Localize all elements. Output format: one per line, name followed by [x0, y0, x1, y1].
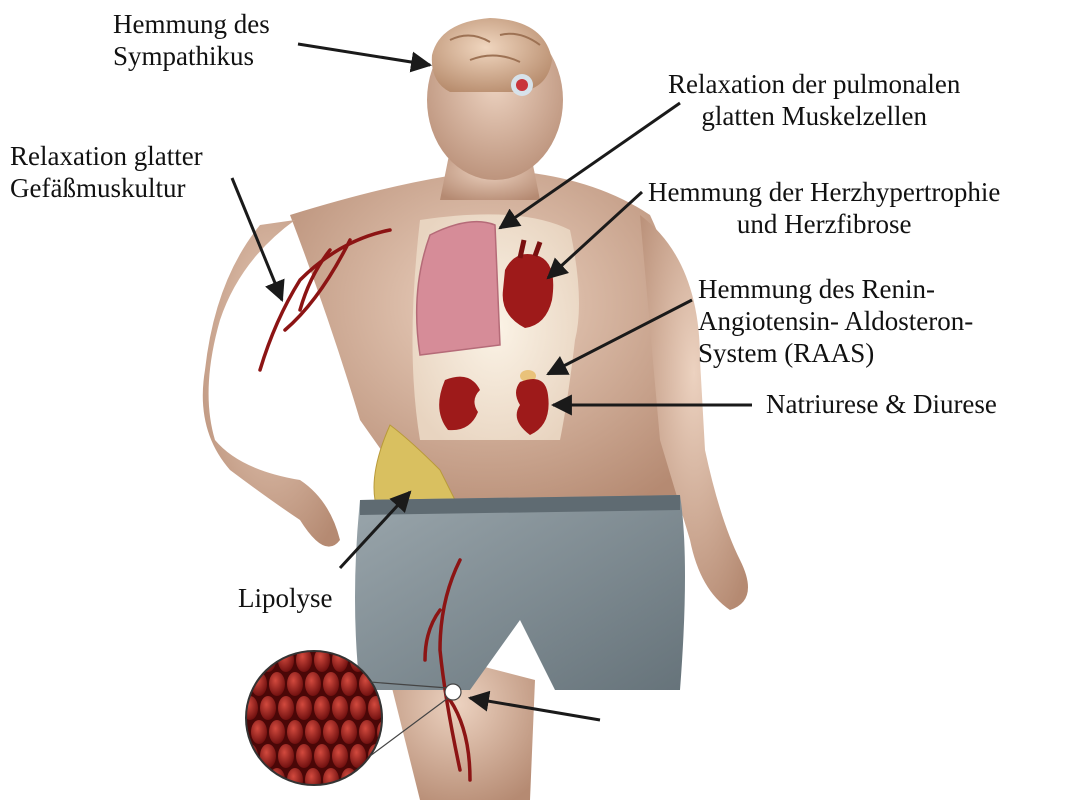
shorts: [355, 495, 685, 690]
muscle-cell: [314, 744, 330, 768]
label-sympathikus: Hemmung des Sympathikus: [113, 8, 270, 72]
label-raas: Hemmung des Renin- Angiotensin- Aldoster…: [698, 273, 973, 369]
arrow-gefaess: [232, 178, 282, 300]
label-lipolyse: Lipolyse: [238, 582, 333, 614]
muscle-cell: [332, 648, 348, 672]
muscle-cell: [377, 768, 393, 792]
arrow-sympathikus: [298, 44, 430, 65]
muscle-cell: [251, 768, 267, 792]
muscle-cell: [341, 672, 357, 696]
muscle-cell: [242, 696, 258, 720]
muscle-cell: [332, 744, 348, 768]
muscle-cell: [278, 744, 294, 768]
muscle-cell: [242, 648, 258, 672]
muscle-cell: [269, 768, 285, 792]
muscle-cell: [350, 696, 366, 720]
muscle-cell: [269, 720, 285, 744]
label-natriurese: Natriurese & Diurese: [766, 388, 997, 420]
muscle-cell: [305, 768, 321, 792]
label-gefaess: Relaxation glatter Gefäßmuskultur: [10, 140, 203, 204]
muscle-cell: [260, 744, 276, 768]
muscle-cell: [314, 696, 330, 720]
muscle-cell: [242, 744, 258, 768]
muscle-cell: [287, 720, 303, 744]
muscle-cell: [296, 696, 312, 720]
lung: [417, 222, 500, 355]
muscle-cell: [287, 672, 303, 696]
muscle-cell: [332, 696, 348, 720]
muscle-cell: [323, 720, 339, 744]
label-pulmonal: Relaxation der pulmonalen glatten Muskel…: [668, 68, 960, 132]
muscle-cell: [269, 672, 285, 696]
muscle-cell: [278, 696, 294, 720]
muscle-cell: [323, 768, 339, 792]
muscle-cell: [359, 768, 375, 792]
muscle-cell: [359, 720, 375, 744]
muscle-cell: [323, 672, 339, 696]
muscle-cell: [260, 696, 276, 720]
muscle-cell: [251, 672, 267, 696]
muscle-cell: [341, 720, 357, 744]
muscle-cell: [296, 744, 312, 768]
muscle-cell: [305, 720, 321, 744]
muscle-cell: [305, 672, 321, 696]
label-herz: Hemmung der Herzhypertrophie und Herzfib…: [648, 176, 1000, 240]
muscle-cell: [251, 720, 267, 744]
